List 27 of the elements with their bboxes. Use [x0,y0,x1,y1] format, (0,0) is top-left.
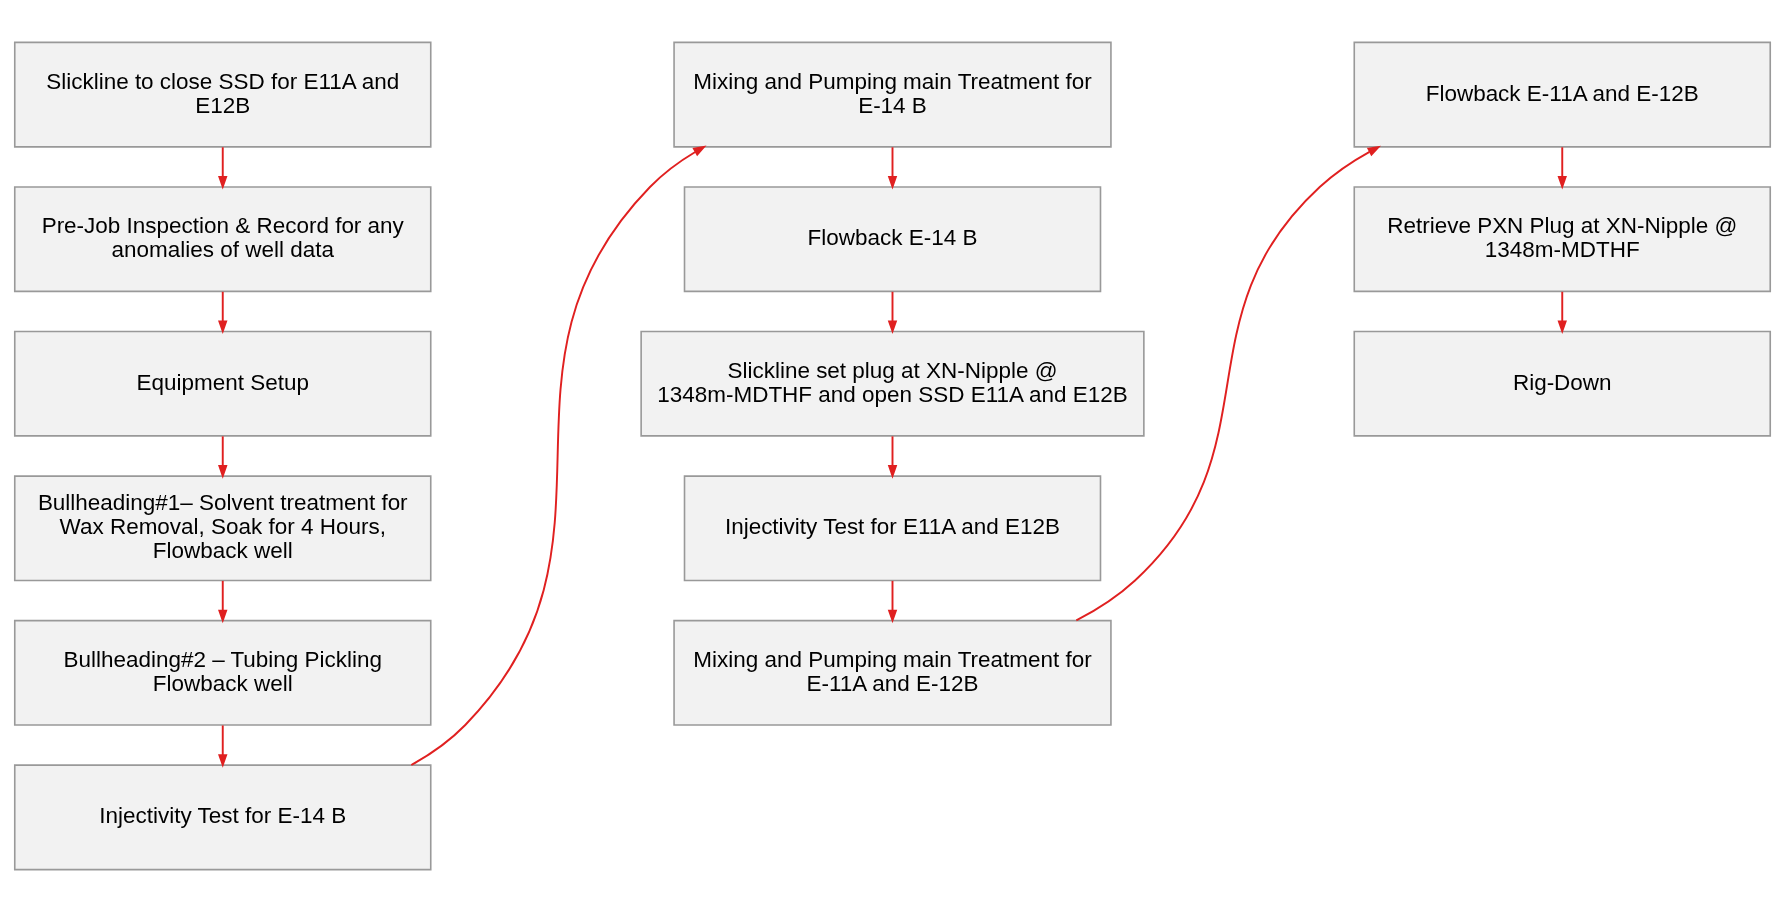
node-box: Mixing and Pumping main Treatment for E-14 B [673,41,1112,148]
arrow [218,434,228,479]
node-box: Equipment Setup [13,330,432,437]
arrow [1557,290,1567,334]
node-box: Rig-Down [1353,330,1772,437]
arrow [218,145,228,190]
arrow [1075,145,1381,621]
arrow [410,145,707,766]
node-box: Slickline to close SSD for E11A and E12B [13,41,432,148]
arrow [218,579,228,623]
arrow [887,290,898,334]
arrow [887,145,898,190]
node-box: Pre-Job Inspection & Record for any anomalies of well data [13,185,432,292]
node-box: Bullheading#2 – Tubing Pickling Flowback well [13,619,432,726]
node-box: Slickline set plug at XN-Nipple @ 1348m-MDTHF and open SSD E11A and E12B [640,330,1145,437]
arrow [887,434,898,479]
arrow [218,724,228,768]
node-box: Flowback E-14 B [683,185,1102,292]
node-box: Bullheading#1– Solvent treatment for Wax Removal, Soak for 4 Hours, Flowback well [13,474,432,581]
node-box: Injectivity Test for E11A and E12B [683,474,1102,581]
arrow [1557,145,1567,190]
node-box: Flowback E-11A and E-12B [1353,41,1772,148]
node-box: Mixing and Pumping main Treatment for E-11A and E-12B [673,619,1112,726]
node-box: Injectivity Test for E-14 B [13,763,432,870]
arrow [218,290,228,334]
arrow [887,579,898,623]
node-box: Retrieve PXN Plug at XN-Nipple @ 1348m-MDTHF [1353,185,1772,292]
